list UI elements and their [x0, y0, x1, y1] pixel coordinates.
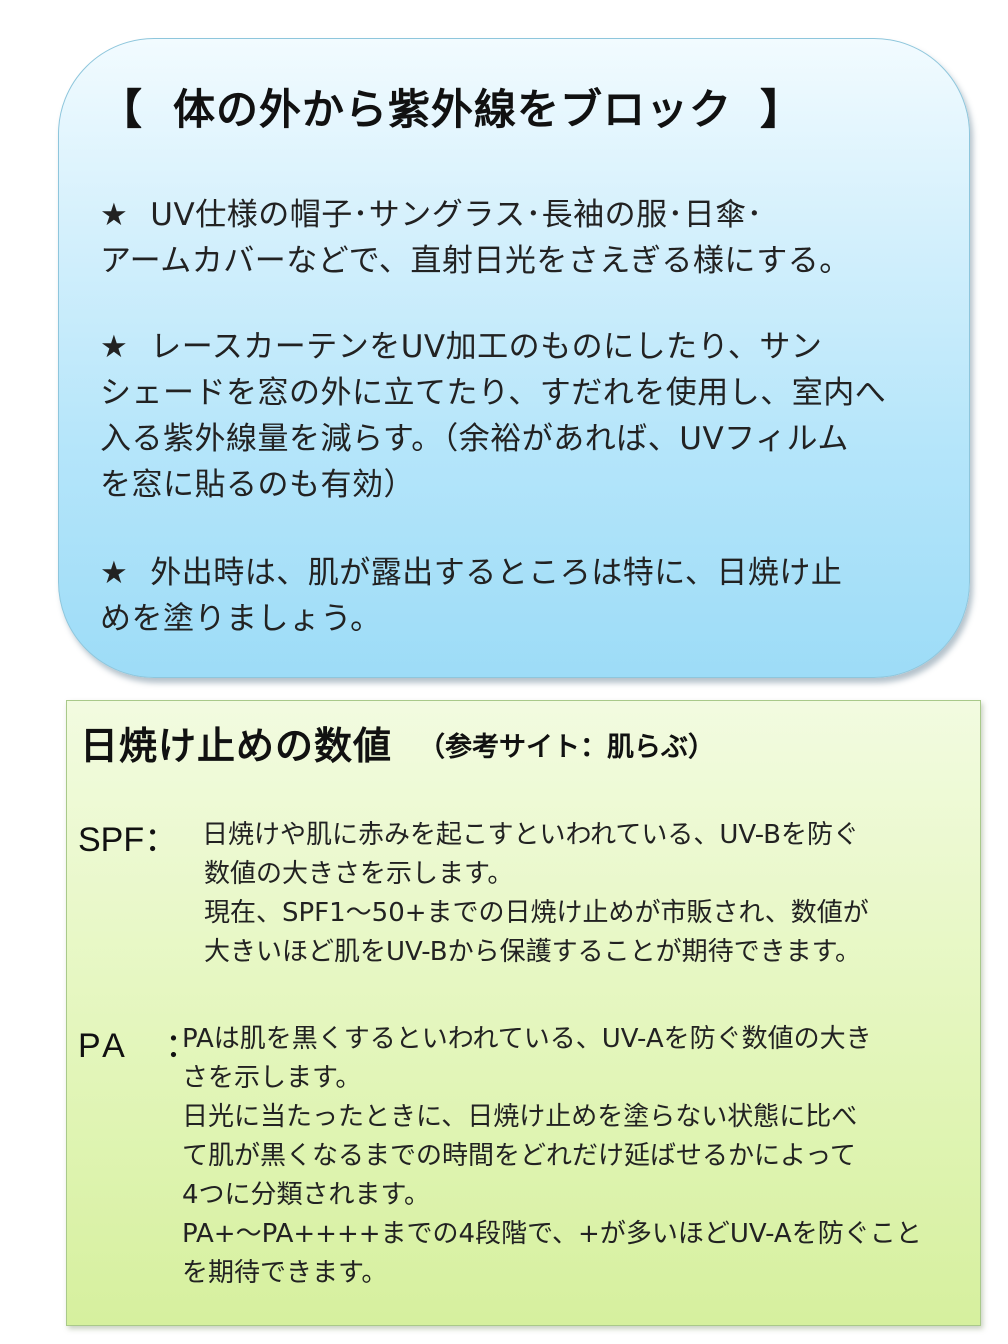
- uv-block-panel: [58, 38, 970, 678]
- tip-line: アームカバーなどで、直射日光をさえぎる様にする。: [100, 243, 851, 279]
- pa-label: PA ：: [78, 1027, 203, 1065]
- tip-line: を窓に貼るのも有効）: [100, 467, 415, 503]
- spf-line: 大きいほど肌をUV-Bから保護することが期待できます。: [204, 937, 861, 967]
- pa-line: PAは肌を黒くするといわれている、UV-Aを防ぐ数値の大き: [182, 1024, 872, 1054]
- tip-clothing: ★ UV仕様の帽子･サングラス･長袖の服･日傘･ アームカバーなどで、直射日光をさ…: [100, 192, 851, 284]
- tip-text: 外出時は、肌が露出するところは特に、日焼け止: [150, 555, 843, 591]
- spf-line: 日焼けや肌に赤みを起こすといわれている、UV-Bを防ぐ: [202, 820, 859, 850]
- pa-line: て肌が黒くなるまでの時間をどれだけ延ばせるかによって: [182, 1141, 856, 1171]
- tip-text: レースカーテンをUV加工のものにしたり、サン: [150, 329, 823, 365]
- tip-curtain: ★ レースカーテンをUV加工のものにしたり、サン シェードを窓の外に立てたり、すだ…: [100, 324, 886, 508]
- reference-site: （参考サイト：肌らぶ）: [418, 732, 716, 763]
- pa-line: 日光に当たったときに、日焼け止めを塗らない状態に比べ: [182, 1102, 858, 1132]
- pa-line: 4つに分類されます。: [182, 1180, 430, 1210]
- tip-line: ★ レースカーテンをUV加工のものにしたり、サン: [100, 324, 886, 370]
- tip-line: ★ 外出時は、肌が露出するところは特に、日焼け止: [100, 550, 842, 596]
- star-icon: ★: [100, 197, 129, 233]
- spf-label: SPF：: [78, 821, 179, 859]
- star-icon: ★: [100, 329, 129, 365]
- tip-line: めを塗りましょう。: [100, 601, 382, 637]
- title-text: 体の外から紫外線をブロック: [173, 85, 733, 134]
- title-bracket-open: 【: [100, 85, 144, 134]
- spf-description: 日焼けや肌に赤みを起こすといわれている、UV-Bを防ぐ 数値の大きさを示します。…: [202, 816, 869, 972]
- star-icon: ★: [100, 555, 129, 591]
- pa-line: を期待できます。: [182, 1258, 388, 1288]
- sunscreen-panel: [66, 700, 981, 1326]
- sunscreen-title: 日焼け止めの数値 （参考サイト：肌らぶ）: [80, 715, 715, 770]
- tip-line: 入る紫外線量を減らす。（余裕があれば、UVフィルム: [100, 421, 849, 457]
- tip-sunscreen: ★ 外出時は、肌が露出するところは特に、日焼け止 めを塗りましょう。: [100, 550, 842, 642]
- title-bracket-close: 】: [760, 85, 804, 134]
- pa-line: PA+～PA++++までの4段階で、+が多いほどUV-Aを防ぐこと: [182, 1219, 922, 1249]
- tip-text: UV仕様の帽子･サングラス･長袖の服･日傘･: [150, 197, 763, 233]
- pa-description: PAは肌を黒くするといわれている、UV-Aを防ぐ数値の大き さを示します。 日光…: [182, 1020, 922, 1293]
- spf-line: 数値の大きさを示します。: [204, 859, 514, 889]
- sunscreen-title-main: 日焼け止めの数値: [80, 724, 393, 768]
- pa-line: さを示します。: [182, 1063, 362, 1093]
- uv-block-title: 【体の外から紫外線をブロック】: [100, 76, 803, 137]
- spf-line: 現在、SPF1～50+までの日焼け止めが市販され、数値が: [204, 898, 869, 928]
- tip-line: シェードを窓の外に立てたり、すだれを使用し、室内へ: [100, 375, 887, 411]
- tip-line: ★ UV仕様の帽子･サングラス･長袖の服･日傘･: [100, 192, 851, 238]
